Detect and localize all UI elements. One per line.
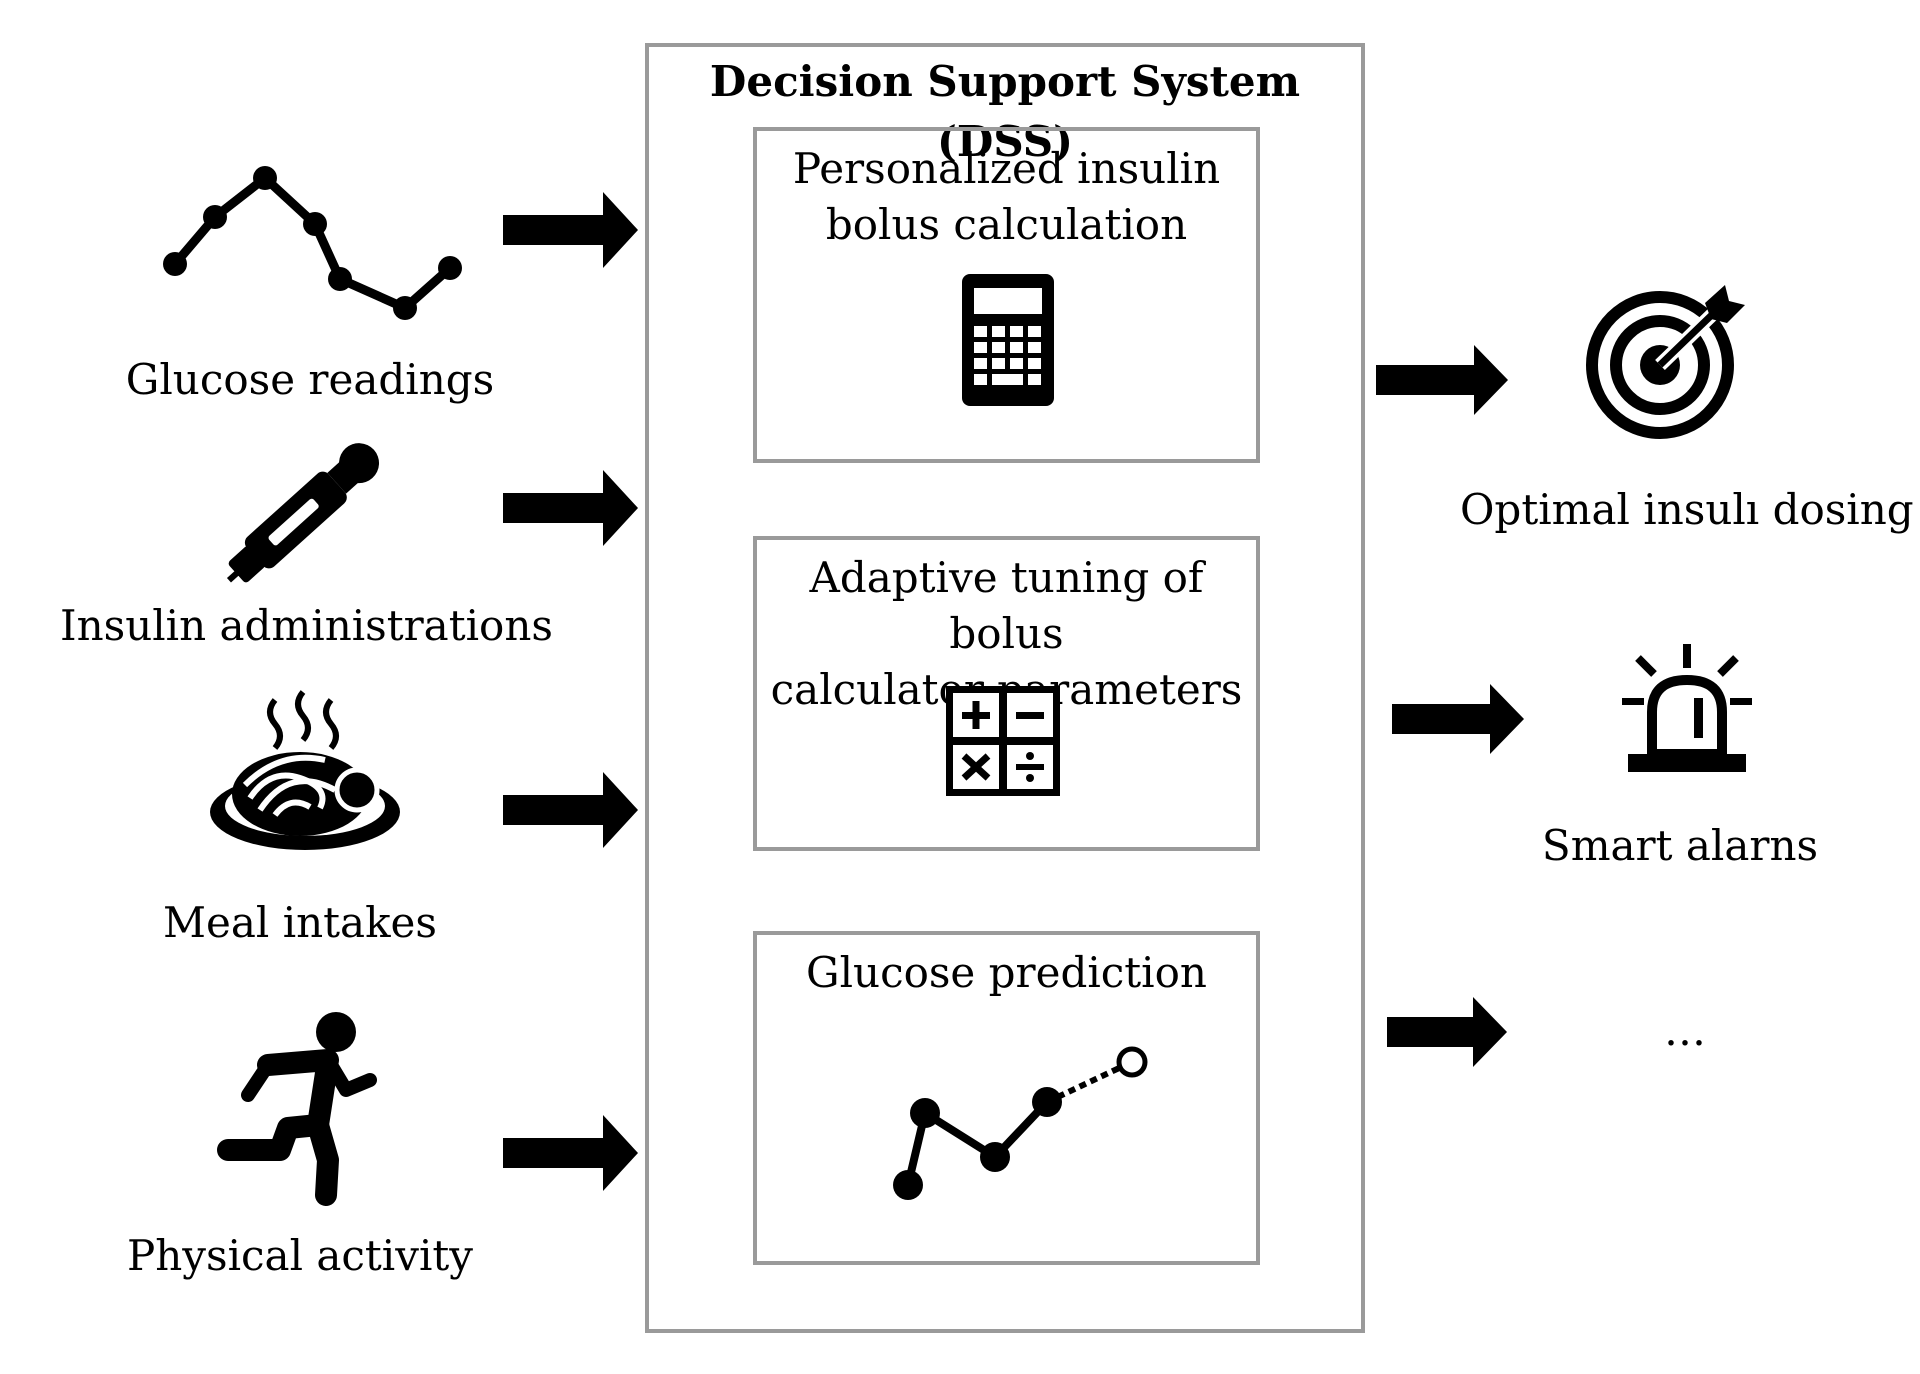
output-label-insulin-dosing: Optimal insulı dosing: [1460, 485, 1914, 534]
output-label-smart-alarms: Smart alarns: [1541, 821, 1819, 870]
output-label-ellipsis: …: [1664, 1006, 1706, 1055]
arrow-right-icon: [503, 1115, 638, 1191]
module-title-line: Adaptive tuning of bolus: [809, 553, 1204, 658]
target-icon: [1586, 285, 1745, 439]
module-title-line: Glucose prediction: [806, 948, 1207, 997]
arrow-right-icon: [1376, 345, 1508, 415]
input-label-insulin: Insulin administrations: [60, 601, 553, 650]
dss-module-glucose-prediction: Glucose prediction: [753, 931, 1260, 1265]
arrow-right-icon: [503, 772, 638, 848]
arrow-right-icon: [1387, 997, 1507, 1067]
arrow-right-icon: [503, 470, 638, 546]
module-title-line: Personalized insulin: [792, 144, 1221, 193]
prediction-chart-icon: [893, 1046, 1148, 1200]
module-title: Personalized insulin bolus calculation: [757, 141, 1256, 253]
arrow-right-icon: [503, 192, 638, 268]
input-label-glucose: Glucose readings: [125, 355, 495, 404]
dss-module-bolus-calculation: Personalized insulin bolus calculation: [753, 127, 1260, 463]
insulin-pen-icon: [226, 443, 380, 583]
line-chart-icon: [163, 166, 462, 320]
module-title-line: bolus calculation: [825, 200, 1188, 249]
calculator-icon: [962, 274, 1054, 406]
dss-title: Decision Support System (DSS): [709, 57, 1301, 166]
input-label-meal: Meal intakes: [163, 898, 437, 947]
arrow-right-icon: [1392, 684, 1524, 754]
math-operators-icon: [946, 686, 1060, 796]
module-title: Glucose prediction: [757, 945, 1256, 1001]
siren-icon: [1622, 644, 1752, 772]
input-label-activity: Physical activity: [126, 1231, 473, 1280]
hot-meal-icon: [210, 690, 400, 850]
running-person-icon: [217, 1012, 377, 1206]
dss-container: [645, 43, 1365, 1333]
